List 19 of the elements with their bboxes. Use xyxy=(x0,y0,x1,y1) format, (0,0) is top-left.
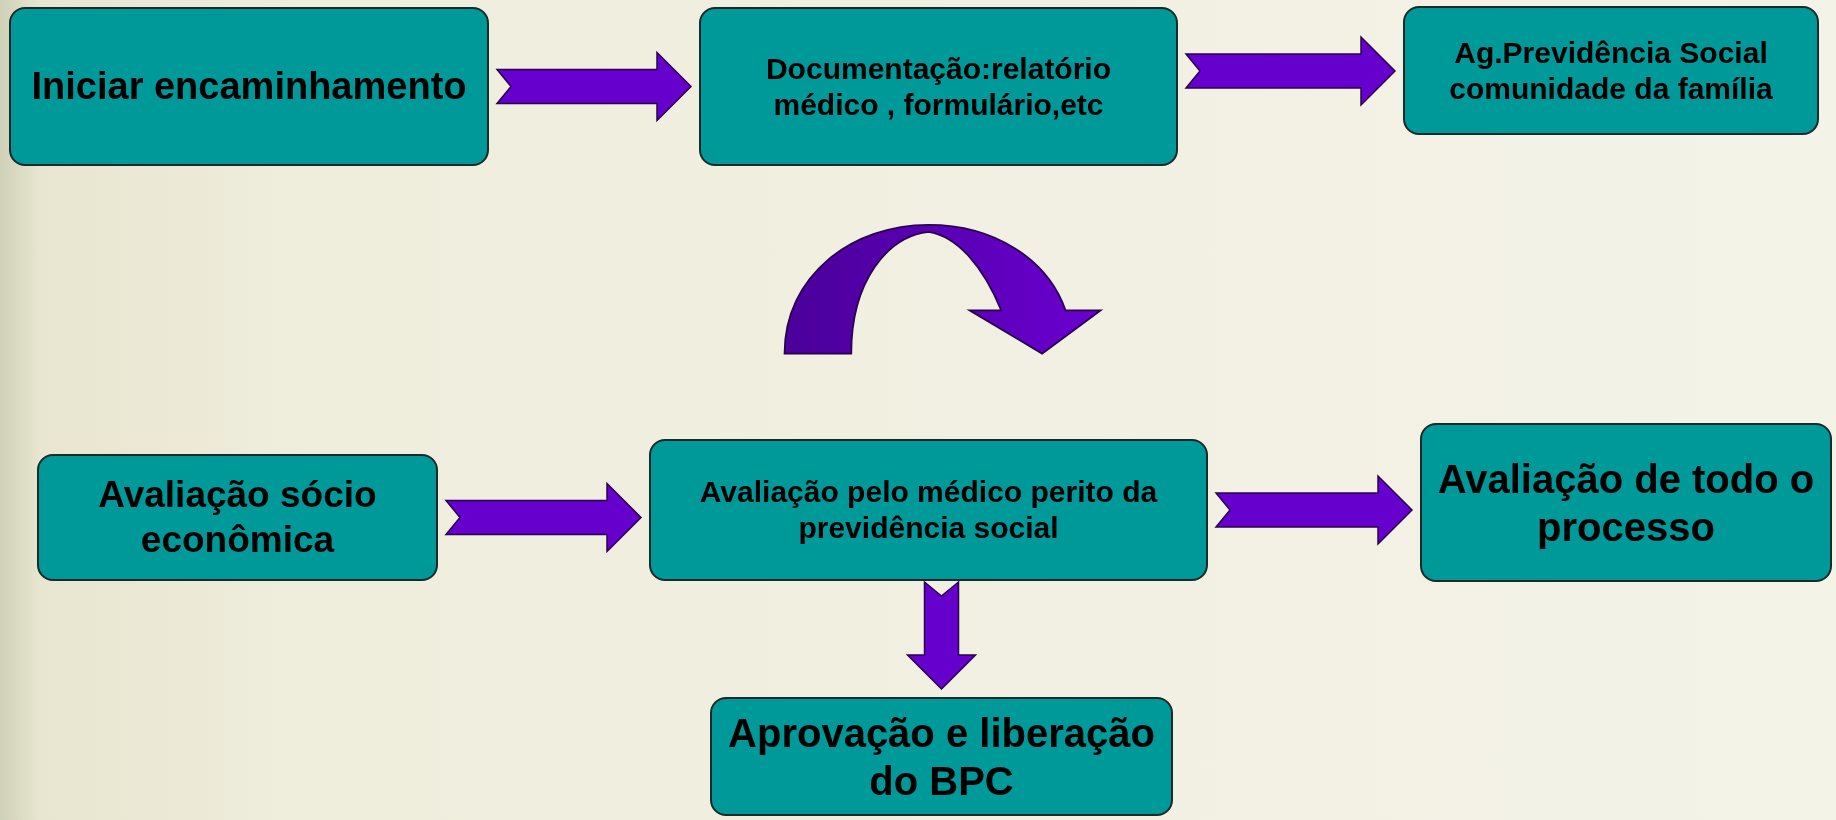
process-box xyxy=(649,439,1208,581)
block-arrow xyxy=(1184,35,1397,107)
process-box xyxy=(1420,423,1832,582)
block-arrow xyxy=(1214,474,1414,546)
box-text: Ag.Previdência Social comunidade da família xyxy=(1448,34,1774,107)
box-text: Documentação:relatório médico , formulário,etc xyxy=(764,50,1113,123)
block-arrow xyxy=(495,50,693,123)
box-text: Avaliação pelo médico perito da previdência social xyxy=(698,474,1159,546)
box-text: Iniciar encaminhamento xyxy=(31,63,467,109)
box-text: Avaliação de todo o processo xyxy=(1436,455,1816,551)
process-box xyxy=(1403,6,1819,135)
box-text: Avaliação sócio econômica xyxy=(97,473,378,562)
box-text: Aprovação e liberação do BPC xyxy=(727,709,1156,805)
process-box xyxy=(710,697,1173,816)
block-arrow xyxy=(444,481,643,554)
process-box xyxy=(9,7,489,166)
process-box xyxy=(37,454,438,581)
block-arrow xyxy=(905,580,978,691)
process-box xyxy=(699,7,1178,166)
